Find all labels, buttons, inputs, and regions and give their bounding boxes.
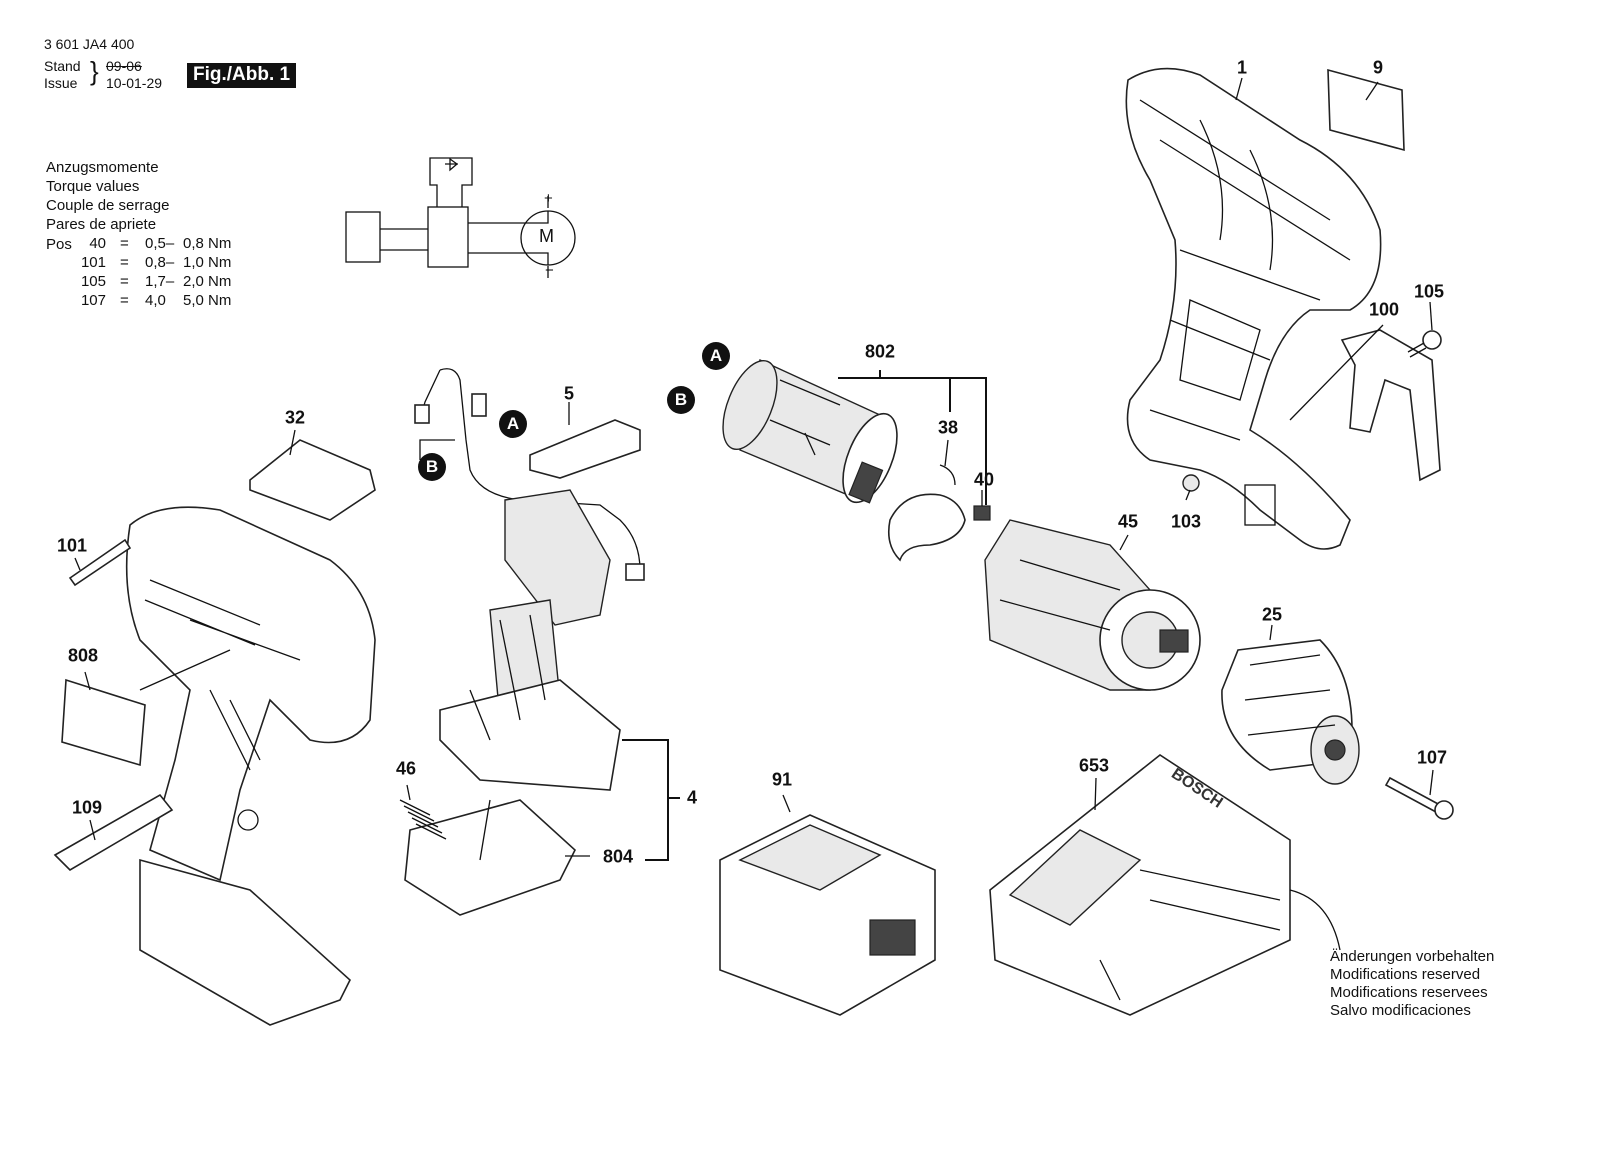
screw-part-40 (973, 505, 991, 521)
callout-105: 105 (1413, 281, 1445, 302)
torque-max: 2,0 Nm (183, 273, 232, 290)
stand-value: 09-06 (106, 58, 142, 74)
torque-min: 1,7– (145, 273, 175, 290)
callout-107: 107 (1416, 747, 1448, 768)
callout-9: 9 (1372, 57, 1384, 78)
torque-eq: = (120, 292, 129, 309)
connector-marker-b-wire: B (418, 453, 446, 481)
callout-101: 101 (56, 535, 88, 556)
bit-part-109 (53, 793, 174, 872)
connector-marker-a-wire: A (499, 410, 527, 438)
torque-title-en: Torque values (46, 178, 140, 195)
callout-38: 38 (937, 417, 959, 438)
nut-part-103 (1182, 474, 1200, 492)
circuit-schematic (345, 157, 576, 278)
label-sticker-part-9 (1327, 68, 1405, 152)
chuck-part-25 (1221, 639, 1360, 785)
callout-808: 808 (67, 645, 99, 666)
callout-91: 91 (771, 769, 793, 790)
callout-109: 109 (71, 797, 103, 818)
torque-max: 1,0 Nm (183, 254, 232, 271)
gearbox-part-45 (984, 519, 1201, 691)
torque-eq: = (120, 254, 129, 271)
callout-804: 804 (602, 846, 634, 867)
callout-5: 5 (563, 383, 575, 404)
plate-part-38 (887, 493, 966, 562)
callout-100: 100 (1368, 299, 1400, 320)
modifications-note-fr: Modifications reservees (1330, 984, 1488, 1001)
torque-pos-label: Pos (46, 236, 72, 253)
callout-103: 103 (1170, 511, 1202, 532)
spring-part-46 (399, 799, 447, 840)
torque-title-de: Anzugsmomente (46, 159, 159, 176)
stand-label: Stand (44, 58, 81, 74)
minus-terminal: − (545, 262, 554, 279)
modifications-note-de: Änderungen vorbehalten (1330, 948, 1495, 965)
callout-4: 4 (686, 787, 698, 808)
modifications-note-es: Salvo modificaciones (1330, 1002, 1471, 1019)
led-part (625, 563, 645, 581)
callout-32: 32 (284, 407, 306, 428)
torque-title-es: Pares de apriete (46, 216, 157, 233)
screw-part-101 (68, 538, 132, 587)
callout-653: 653 (1078, 755, 1110, 776)
leader-lines (74, 77, 1434, 861)
torque-pos: 107 (80, 292, 106, 309)
cover-part-5 (529, 419, 641, 479)
switch-button-part-32 (249, 439, 376, 521)
charger-part-653 (989, 754, 1341, 1016)
torque-pos: 105 (80, 273, 106, 290)
torque-max: 0,8 Nm (183, 235, 232, 252)
torque-min: 0,8– (145, 254, 175, 271)
part-number: 3 601 JA4 400 (44, 36, 135, 52)
torque-title-fr: Couple de serrage (46, 197, 170, 214)
housing-half-left (125, 506, 376, 1026)
torque-eq: = (120, 235, 129, 252)
issue-value: 10-01-29 (106, 75, 163, 91)
housing-half-part-1 (1125, 67, 1382, 550)
torque-eq: = (120, 273, 129, 290)
connector-plug-b (414, 404, 430, 424)
torque-pos: 40 (89, 235, 106, 252)
torque-max: 5,0 Nm (183, 292, 232, 309)
screw-part-107 (1384, 776, 1454, 820)
connector-marker-b-motor: B (667, 386, 695, 414)
callout-25: 25 (1261, 604, 1283, 625)
modifications-note-en: Modifications reserved (1330, 966, 1481, 983)
washer-part-38 (939, 464, 956, 486)
callout-40: 40 (973, 469, 995, 490)
torque-min: 0,5– (145, 235, 175, 252)
callout-802: 802 (864, 341, 896, 362)
torque-min: 4,0 (145, 292, 166, 309)
label-sticker-part-808 (61, 678, 146, 767)
pcb-part-804 (404, 799, 576, 916)
brace-symbol: } (90, 56, 99, 86)
figure-label: Fig./Abb. 1 (187, 63, 297, 88)
torque-pos: 101 (80, 254, 106, 271)
motor-part-802 (722, 359, 898, 504)
connector-marker-a-motor: A (702, 342, 730, 370)
motor-symbol-label: M (539, 226, 554, 246)
belt-clip-part-100 (1340, 329, 1441, 482)
callout-45: 45 (1117, 511, 1139, 532)
issue-label: Issue (44, 75, 78, 91)
callout-1: 1 (1236, 57, 1248, 78)
battery-pack-part-91 (719, 814, 936, 1016)
plus-terminal: + (544, 190, 553, 207)
connector-plug-a (471, 393, 487, 417)
screw-part-105 (1407, 330, 1442, 358)
switch-module-part-4 (439, 489, 621, 791)
wire-harness (439, 368, 641, 571)
callout-46: 46 (395, 758, 417, 779)
